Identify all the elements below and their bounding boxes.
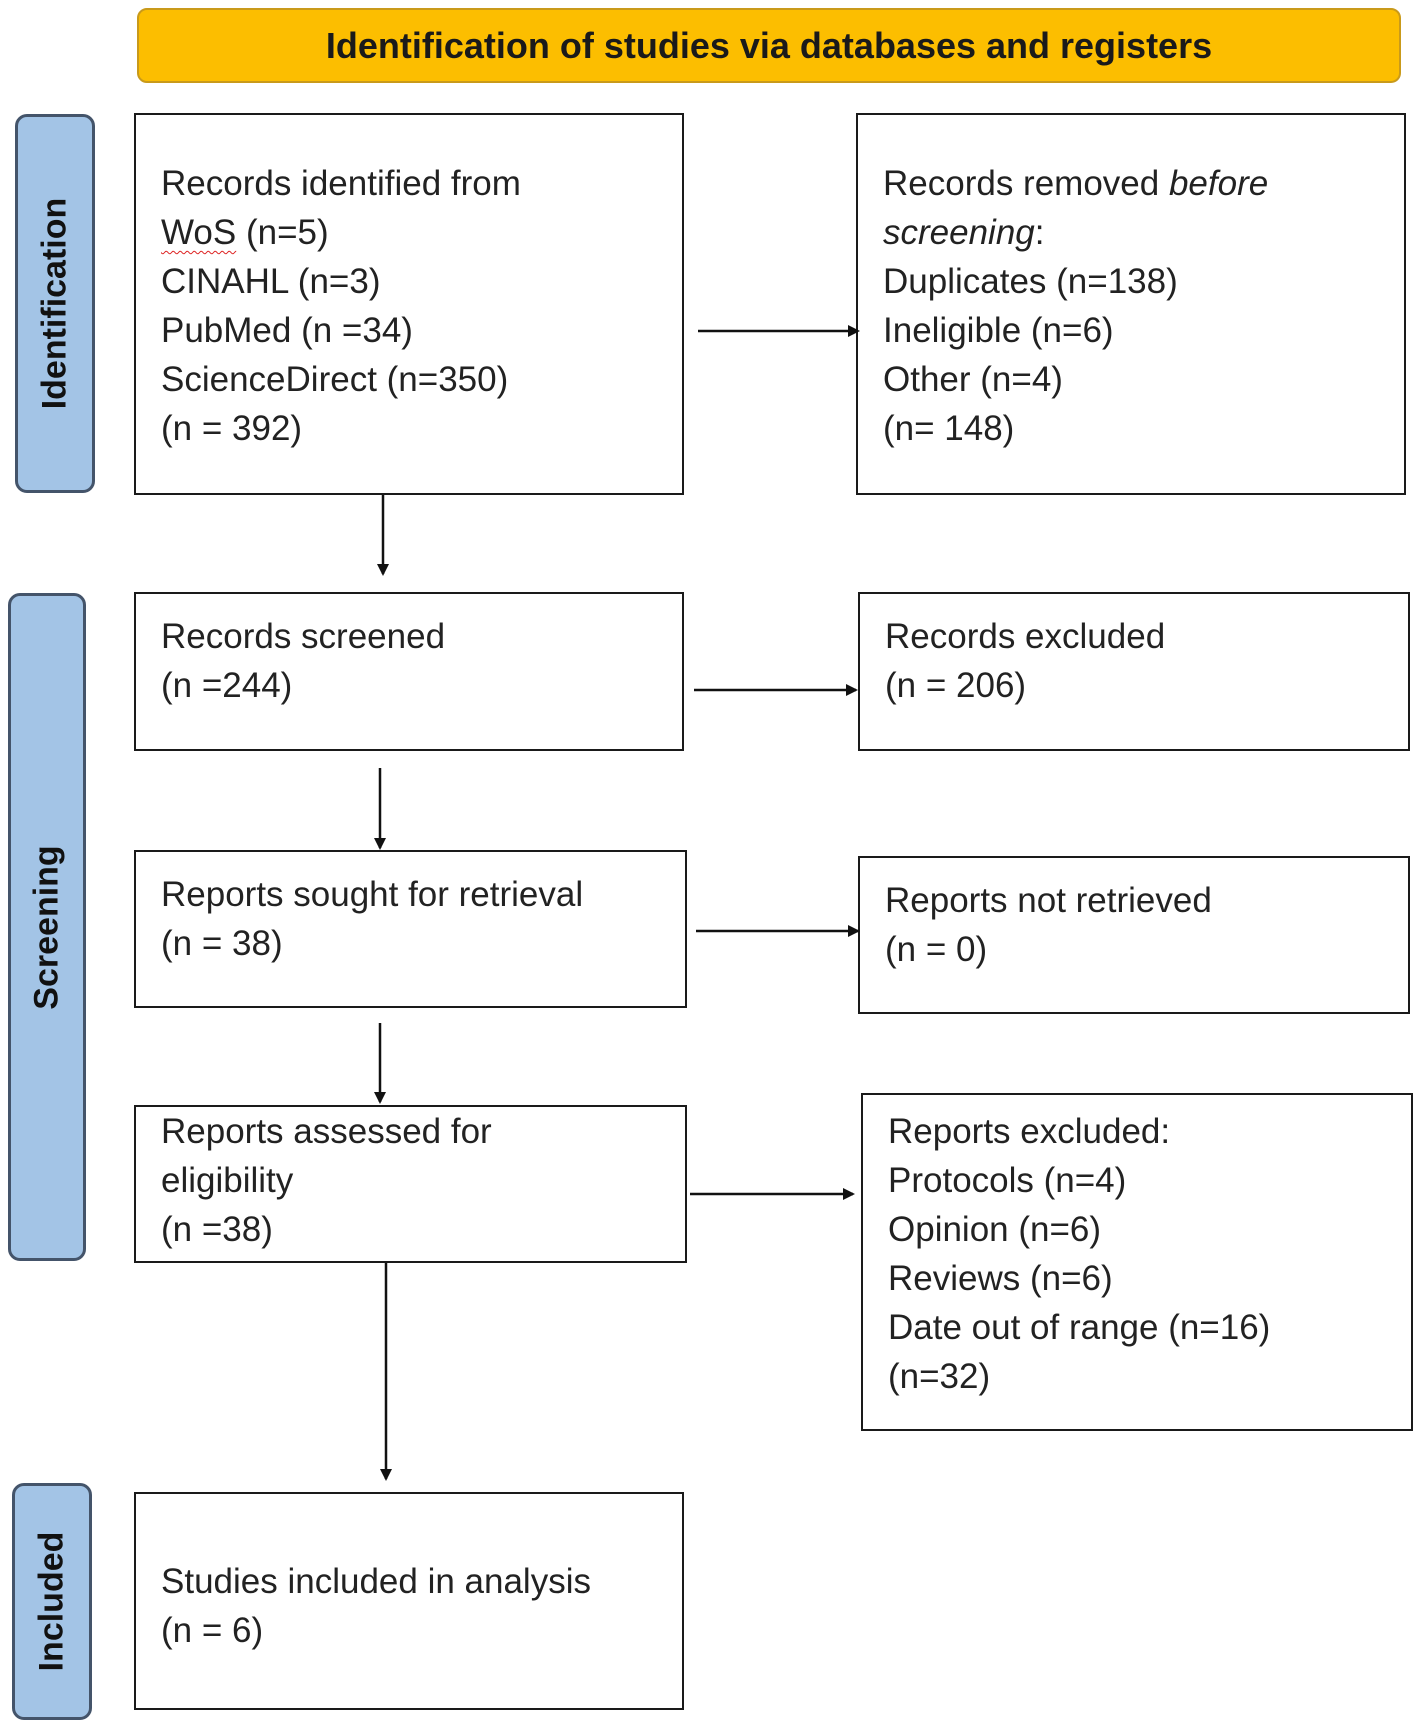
records-removed-box: Records removed before screening: Duplic… <box>856 113 1406 495</box>
records-screened-count: (n =244) <box>161 666 293 705</box>
records-identified-cinahl: CINAHL (n=3) <box>161 262 381 301</box>
reports-sought-label: Reports sought for retrieval <box>161 875 584 914</box>
reports-excluded-reviews: Reviews (n=6) <box>888 1259 1113 1298</box>
records-removed-total: (n= 148) <box>883 409 1015 448</box>
reports-not-retrieved-label: Reports not retrieved <box>885 881 1212 920</box>
studies-included-box: Studies included in analysis (n = 6) <box>134 1492 684 1710</box>
studies-included-label: Studies included in analysis <box>161 1562 591 1601</box>
reports-assessed-label-2: eligibility <box>161 1161 294 1200</box>
records-removed-intro-italic: before <box>1168 164 1269 203</box>
records-removed-screening-italic: screening <box>883 213 1035 252</box>
records-removed-other: Other (n=4) <box>883 360 1063 399</box>
records-removed-colon: : <box>1034 213 1045 252</box>
reports-excluded-label: Reports excluded: <box>888 1112 1171 1151</box>
reports-not-retrieved-box: Reports not retrieved (n = 0) <box>858 856 1410 1014</box>
records-identified-sciencedirect: ScienceDirect (n=350) <box>161 360 509 399</box>
records-identified-wos: WoS (n=5) <box>161 208 682 257</box>
records-identified-intro: Records identified from <box>161 164 521 203</box>
records-identified-box: Records identified from WoS (n=5) CINAHL… <box>134 113 684 495</box>
reports-excluded-box: Reports excluded: Protocols (n=4) Opinio… <box>861 1093 1413 1431</box>
records-excluded-box: Records excluded (n = 206) <box>858 592 1410 751</box>
records-removed-ineligible: Ineligible (n=6) <box>883 311 1114 350</box>
wos-count: (n=5) <box>236 213 329 252</box>
reports-not-retrieved-count: (n = 0) <box>885 930 988 969</box>
records-removed-duplicates: Duplicates (n=138) <box>883 262 1178 301</box>
records-excluded-count: (n = 206) <box>885 666 1027 705</box>
reports-excluded-date-out-of-range: Date out of range (n=16) <box>888 1308 1271 1347</box>
phase-screening: Screening <box>8 593 86 1261</box>
records-removed-screening: screening: <box>883 208 1404 257</box>
records-removed-intro: Records removed before <box>883 159 1404 208</box>
records-removed-intro-plain: Records removed <box>883 164 1169 203</box>
phase-identification: Identification <box>15 114 95 493</box>
records-screened-box: Records screened (n =244) <box>134 592 684 751</box>
studies-included-count: (n = 6) <box>161 1611 264 1650</box>
phase-included: Included <box>12 1483 92 1720</box>
reports-assessed-label-1: Reports assessed for <box>161 1112 492 1151</box>
header-title: Identification of studies via databases … <box>325 24 1213 66</box>
reports-sought-box: Reports sought for retrieval (n = 38) <box>134 850 687 1008</box>
records-identified-pubmed: PubMed (n =34) <box>161 311 413 350</box>
diagram-header: Identification of studies via databases … <box>137 8 1401 83</box>
records-identified-total: (n = 392) <box>161 409 303 448</box>
records-screened-label: Records screened <box>161 617 446 656</box>
records-excluded-label: Records excluded <box>885 617 1166 656</box>
reports-sought-count: (n = 38) <box>161 924 283 963</box>
reports-excluded-total: (n=32) <box>888 1357 991 1396</box>
reports-excluded-opinion: Opinion (n=6) <box>888 1210 1102 1249</box>
reports-assessed-box: Reports assessed for eligibility (n =38) <box>134 1105 687 1263</box>
wos-name: WoS <box>161 213 237 252</box>
reports-excluded-protocols: Protocols (n=4) <box>888 1161 1127 1200</box>
reports-assessed-count: (n =38) <box>161 1210 273 1249</box>
